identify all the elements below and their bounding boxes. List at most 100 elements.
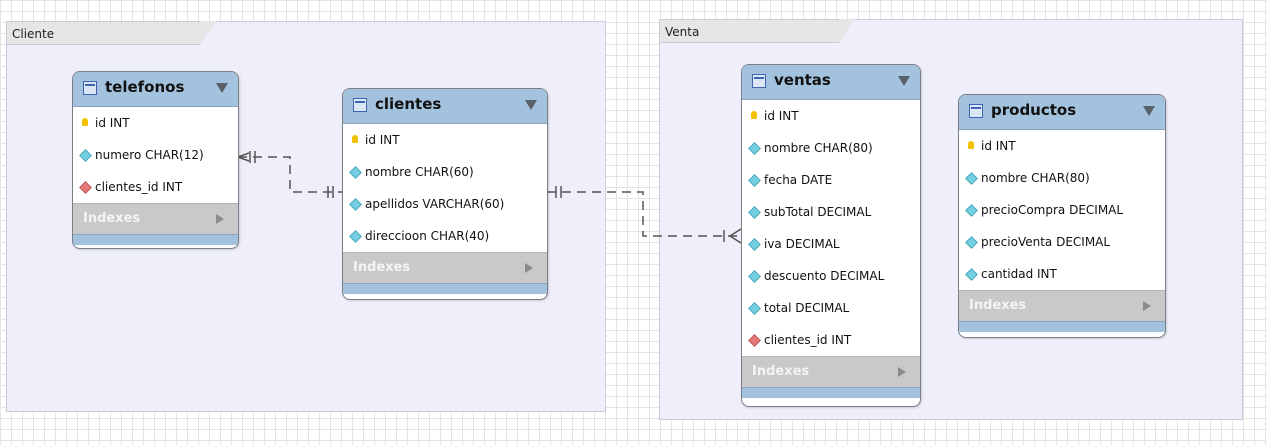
column-row[interactable]: nombre CHAR(80) bbox=[742, 132, 920, 164]
column-diamond-icon bbox=[79, 149, 92, 162]
foreign-key-icon bbox=[748, 334, 761, 347]
column-diamond-icon bbox=[748, 174, 761, 187]
expand-arrow-icon[interactable] bbox=[898, 367, 906, 377]
column-row[interactable]: id INT bbox=[742, 100, 920, 132]
column-label: precioCompra DECIMAL bbox=[981, 203, 1124, 217]
column-label: id INT bbox=[365, 133, 400, 147]
column-row[interactable]: precioVenta DECIMAL bbox=[959, 226, 1165, 258]
indexes-label: Indexes bbox=[752, 364, 810, 379]
table-title: telefonos bbox=[105, 78, 185, 96]
collapse-arrow-icon[interactable] bbox=[898, 76, 910, 86]
indexes-section[interactable]: Indexes bbox=[742, 356, 920, 387]
primary-key-icon bbox=[352, 135, 358, 143]
indexes-label: Indexes bbox=[83, 211, 141, 226]
column-row[interactable]: cantidad INT bbox=[959, 258, 1165, 290]
relationship-clientes-ventas bbox=[547, 186, 742, 244]
column-label: cantidad INT bbox=[981, 267, 1057, 281]
column-diamond-icon bbox=[349, 230, 362, 243]
indexes-label: Indexes bbox=[353, 260, 411, 275]
column-row[interactable]: clientes_id INT bbox=[742, 324, 920, 356]
column-row[interactable]: clientes_id INT bbox=[73, 171, 238, 203]
table-productos[interactable]: productos id INT nombre CHAR(80) precioC… bbox=[958, 94, 1166, 338]
column-label: id INT bbox=[981, 139, 1016, 153]
table-header[interactable]: ventas bbox=[742, 65, 920, 100]
table-footer bbox=[343, 283, 547, 294]
primary-key-icon bbox=[82, 118, 88, 126]
table-icon bbox=[83, 81, 97, 95]
table-footer bbox=[959, 321, 1165, 332]
column-diamond-icon bbox=[748, 270, 761, 283]
column-diamond-icon bbox=[965, 236, 978, 249]
collapse-arrow-icon[interactable] bbox=[525, 100, 537, 110]
table-clientes[interactable]: clientes id INT nombre CHAR(60) apellido… bbox=[342, 88, 548, 300]
layer-cliente-title: Cliente bbox=[6, 21, 216, 45]
column-diamond-icon bbox=[349, 198, 362, 211]
table-title: productos bbox=[991, 101, 1077, 119]
table-icon bbox=[353, 98, 367, 112]
column-label: clientes_id INT bbox=[764, 333, 852, 347]
column-label: numero CHAR(12) bbox=[95, 148, 204, 162]
column-label: iva DECIMAL bbox=[764, 237, 840, 251]
table-header[interactable]: productos bbox=[959, 95, 1165, 130]
column-diamond-icon bbox=[748, 302, 761, 315]
column-row[interactable]: subTotal DECIMAL bbox=[742, 196, 920, 228]
table-telefonos[interactable]: telefonos id INT numero CHAR(12) cliente… bbox=[72, 71, 239, 249]
column-diamond-icon bbox=[748, 142, 761, 155]
indexes-section[interactable]: Indexes bbox=[959, 290, 1165, 321]
column-label: nombre CHAR(80) bbox=[764, 141, 873, 155]
column-label: subTotal DECIMAL bbox=[764, 205, 872, 219]
layer-venta-title: Venta bbox=[659, 19, 855, 43]
column-row[interactable]: descuento DECIMAL bbox=[742, 260, 920, 292]
primary-key-icon bbox=[968, 141, 974, 149]
primary-key-icon bbox=[751, 111, 757, 119]
column-label: apellidos VARCHAR(60) bbox=[365, 197, 505, 211]
column-row[interactable]: id INT bbox=[343, 124, 547, 156]
table-icon bbox=[752, 74, 766, 88]
table-header[interactable]: telefonos bbox=[73, 72, 238, 107]
column-label: nombre CHAR(80) bbox=[981, 171, 1090, 185]
expand-arrow-icon[interactable] bbox=[525, 263, 533, 273]
indexes-section[interactable]: Indexes bbox=[73, 203, 238, 234]
column-diamond-icon bbox=[965, 172, 978, 185]
column-diamond-icon bbox=[965, 204, 978, 217]
relationship-telefonos-clientes bbox=[237, 151, 342, 198]
column-row[interactable]: fecha DATE bbox=[742, 164, 920, 196]
column-row[interactable]: nombre CHAR(80) bbox=[959, 162, 1165, 194]
column-row[interactable]: direccioon CHAR(40) bbox=[343, 220, 547, 252]
column-diamond-icon bbox=[748, 238, 761, 251]
table-title: ventas bbox=[774, 71, 831, 89]
column-label: fecha DATE bbox=[764, 173, 833, 187]
column-label: total DECIMAL bbox=[764, 301, 850, 315]
column-diamond-icon bbox=[748, 206, 761, 219]
table-footer bbox=[742, 387, 920, 398]
table-ventas[interactable]: ventas id INT nombre CHAR(80) fecha DATE… bbox=[741, 64, 921, 407]
column-row[interactable]: nombre CHAR(60) bbox=[343, 156, 547, 188]
column-row[interactable]: total DECIMAL bbox=[742, 292, 920, 324]
table-title: clientes bbox=[375, 95, 442, 113]
collapse-arrow-icon[interactable] bbox=[216, 83, 228, 93]
table-header[interactable]: clientes bbox=[343, 89, 547, 124]
column-label: id INT bbox=[95, 116, 130, 130]
column-row[interactable]: id INT bbox=[959, 130, 1165, 162]
column-label: descuento DECIMAL bbox=[764, 269, 885, 283]
column-label: precioVenta DECIMAL bbox=[981, 235, 1111, 249]
table-icon bbox=[969, 104, 983, 118]
column-row[interactable]: apellidos VARCHAR(60) bbox=[343, 188, 547, 220]
column-row[interactable]: precioCompra DECIMAL bbox=[959, 194, 1165, 226]
expand-arrow-icon[interactable] bbox=[1143, 301, 1151, 311]
collapse-arrow-icon[interactable] bbox=[1143, 106, 1155, 116]
column-row[interactable]: id INT bbox=[73, 107, 238, 139]
column-diamond-icon bbox=[349, 166, 362, 179]
column-label: direccioon CHAR(40) bbox=[365, 229, 490, 243]
column-label: nombre CHAR(60) bbox=[365, 165, 474, 179]
column-row[interactable]: numero CHAR(12) bbox=[73, 139, 238, 171]
expand-arrow-icon[interactable] bbox=[216, 214, 224, 224]
column-label: clientes_id INT bbox=[95, 180, 183, 194]
column-row[interactable]: iva DECIMAL bbox=[742, 228, 920, 260]
column-diamond-icon bbox=[965, 268, 978, 281]
column-label: id INT bbox=[764, 109, 799, 123]
table-footer bbox=[73, 234, 238, 245]
indexes-label: Indexes bbox=[969, 298, 1027, 313]
indexes-section[interactable]: Indexes bbox=[343, 252, 547, 283]
